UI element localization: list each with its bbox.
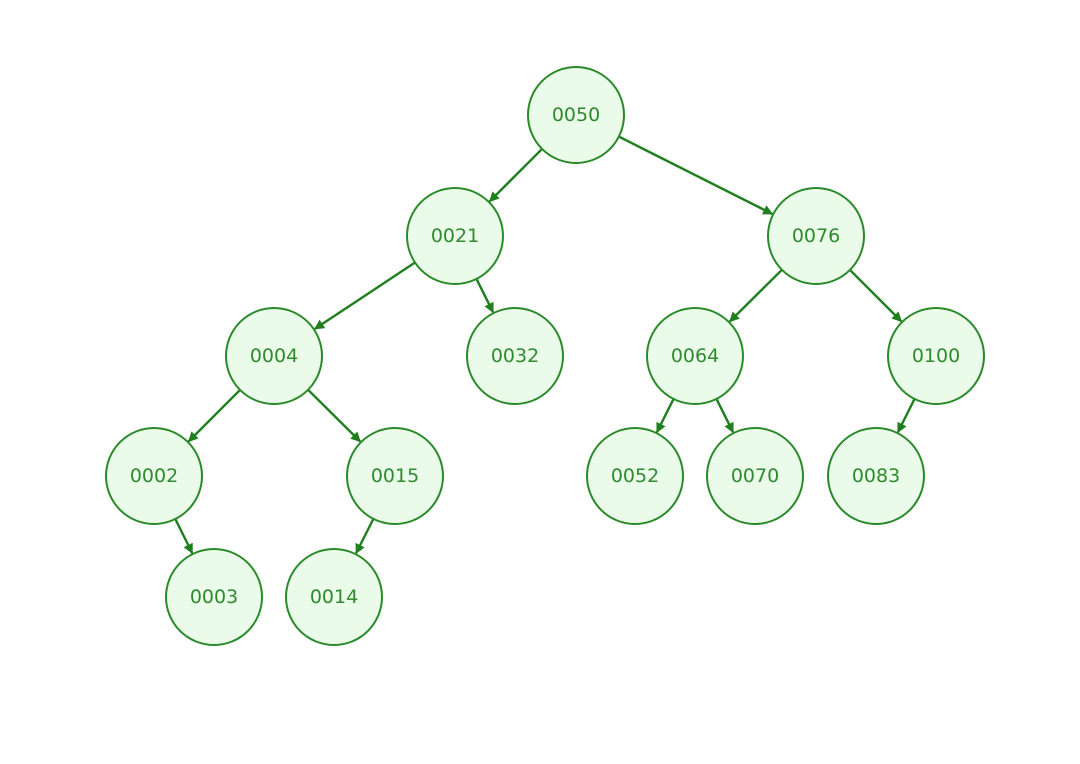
node-circle	[346, 427, 444, 525]
node-circle	[887, 307, 985, 405]
edge-arrow	[896, 398, 916, 434]
edge-arrow	[728, 268, 783, 323]
tree-node: 0064	[646, 307, 744, 405]
node-circle	[165, 548, 263, 646]
tree-node: 0021	[406, 187, 504, 285]
tree-node: 0004	[225, 307, 323, 405]
tree-node: 0076	[767, 187, 865, 285]
edge-arrow	[849, 269, 903, 323]
edge-arrow	[354, 518, 375, 555]
node-label: 0015	[371, 465, 419, 487]
tree-node: 0002	[105, 427, 203, 525]
node-circle	[285, 548, 383, 646]
edge-arrow	[174, 518, 194, 555]
node-label: 0003	[190, 586, 238, 608]
node-label: 0014	[310, 586, 358, 608]
node-label: 0050	[552, 104, 600, 126]
node-label: 0052	[611, 465, 659, 487]
node-circle	[586, 427, 684, 525]
tree-node: 0015	[346, 427, 444, 525]
tree-node: 0003	[165, 548, 263, 646]
edge-arrow	[655, 398, 675, 434]
node-label: 0070	[731, 465, 779, 487]
node-circle	[646, 307, 744, 405]
edge-arrow	[618, 135, 774, 216]
node-circle	[827, 427, 925, 525]
node-circle	[406, 187, 504, 285]
node-circle	[105, 427, 203, 525]
node-circle	[466, 307, 564, 405]
node-label: 0032	[491, 345, 539, 367]
edge-arrow	[488, 148, 543, 203]
tree-node: 0100	[887, 307, 985, 405]
tree-node: 0052	[586, 427, 684, 525]
tree-node: 0014	[285, 548, 383, 646]
node-label: 0083	[852, 465, 900, 487]
node-label: 0076	[792, 225, 840, 247]
edge-arrow	[187, 389, 241, 443]
tree-node: 0032	[466, 307, 564, 405]
edge-arrow	[313, 261, 416, 330]
node-circle	[225, 307, 323, 405]
edge-arrow	[475, 278, 495, 314]
node-label: 0021	[431, 225, 479, 247]
node-circle	[706, 427, 804, 525]
tree-node: 0083	[827, 427, 925, 525]
node-label: 0002	[130, 465, 178, 487]
edge-arrow	[715, 398, 735, 434]
node-label: 0004	[250, 345, 298, 367]
node-circle	[527, 66, 625, 164]
edge-arrow	[307, 388, 362, 443]
node-label: 0064	[671, 345, 719, 367]
node-circle	[767, 187, 865, 285]
node-label: 0100	[912, 345, 960, 367]
tree-node: 0070	[706, 427, 804, 525]
tree-node: 0050	[527, 66, 625, 164]
